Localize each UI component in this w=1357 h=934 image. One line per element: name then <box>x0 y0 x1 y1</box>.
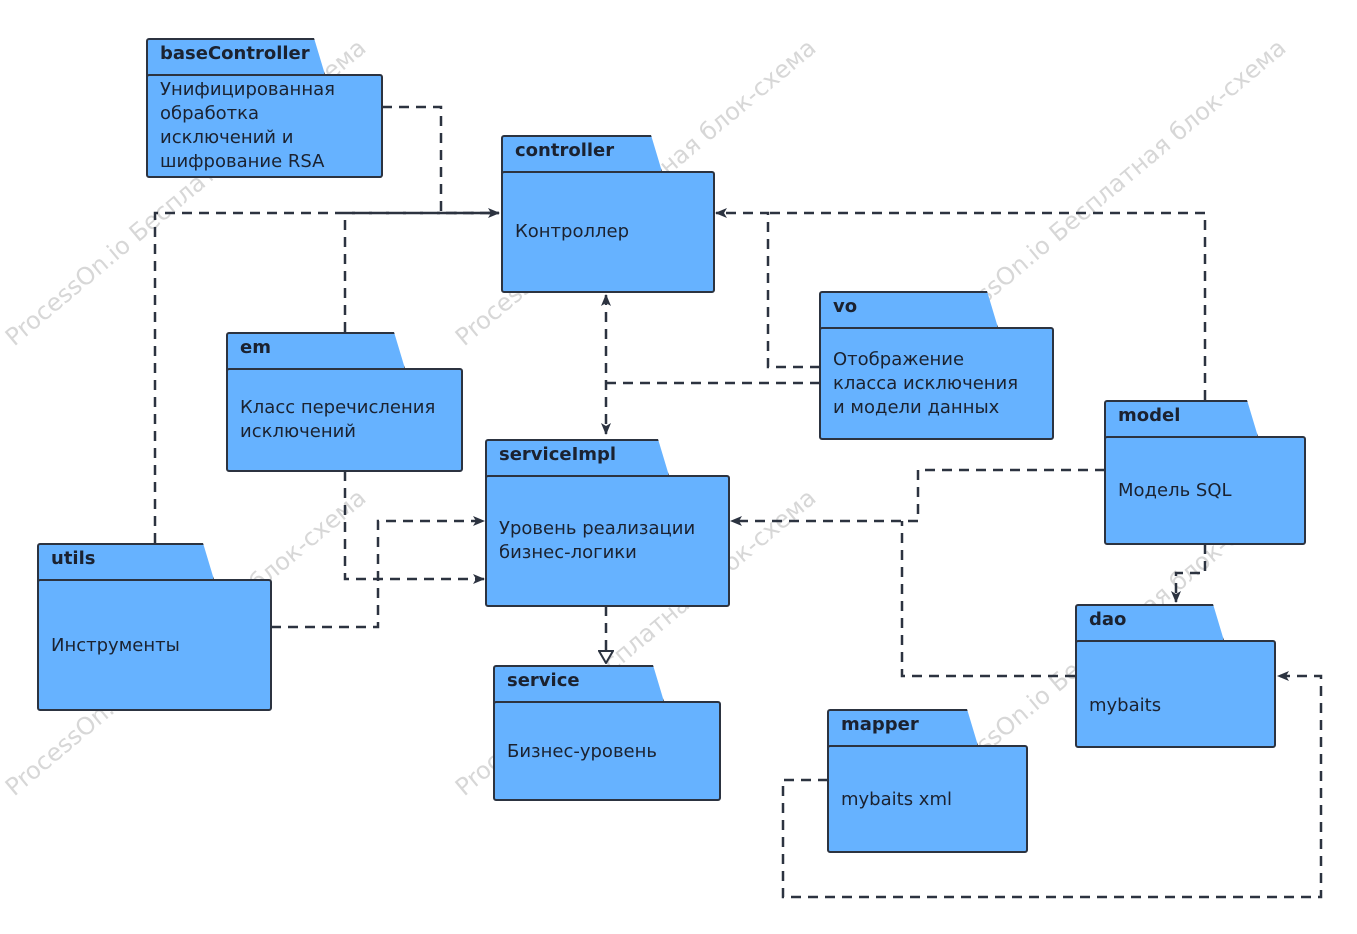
package-description: Инструменты <box>51 635 180 656</box>
link-model-serviceimpl <box>730 468 1105 526</box>
package-name: serviceImpl <box>499 444 617 465</box>
package-name: model <box>1118 405 1181 426</box>
package-mapper[interactable]: mapper mybaits xml <box>827 709 1028 853</box>
link-model-controller <box>768 211 1207 400</box>
package-description: mybaits <box>1089 695 1162 716</box>
package-name: mapper <box>841 714 919 735</box>
package-dao[interactable]: dao mybaits <box>1075 604 1276 748</box>
package-serviceimpl[interactable]: serviceImpl Уровень реализации бизнес-ло… <box>485 439 730 607</box>
package-description: Бизнес-уровень <box>507 741 658 762</box>
link-vo-controller <box>715 208 820 369</box>
link-dao-serviceimpl <box>900 521 1075 678</box>
package-name: baseController <box>160 43 310 64</box>
package-description: Унифицированная обработка исключений и ш… <box>160 79 335 172</box>
package-basecontroller[interactable]: baseController Унифицированная обработка… <box>146 38 383 178</box>
link-em-controller <box>343 211 499 332</box>
package-name: service <box>507 670 580 691</box>
package-name: utils <box>51 548 96 569</box>
link-utils-serviceimpl <box>271 516 485 629</box>
link-basecontroller-controller <box>382 105 500 218</box>
link-model-dao <box>1171 544 1207 603</box>
link-em-serviceimpl <box>343 471 485 584</box>
package-description: Класс перечисления исключений <box>240 397 436 442</box>
package-model[interactable]: model Модель SQL <box>1104 400 1306 545</box>
package-description: Модель SQL <box>1118 480 1232 501</box>
link-mapper-dao <box>781 671 1323 899</box>
package-em[interactable]: em Класс перечисления исключений <box>226 332 463 472</box>
package-vo[interactable]: vo Отображение класса исключения и модел… <box>819 291 1054 440</box>
package-utils[interactable]: utils Инструменты <box>37 543 272 711</box>
package-name: vo <box>833 296 858 317</box>
package-description: Контроллер <box>515 221 629 242</box>
package-service[interactable]: service Бизнес-уровень <box>493 665 721 801</box>
package-description: mybaits xml <box>841 789 952 810</box>
package-name: controller <box>515 140 615 161</box>
package-name: dao <box>1089 609 1127 630</box>
package-description: Уровень реализации бизнес-логики <box>499 518 696 563</box>
link-utils-controller <box>153 211 499 543</box>
package-name: em <box>240 337 271 358</box>
package-description: Отображение класса исключения и модели д… <box>833 349 1019 418</box>
package-controller[interactable]: controller Контроллер <box>501 135 715 293</box>
